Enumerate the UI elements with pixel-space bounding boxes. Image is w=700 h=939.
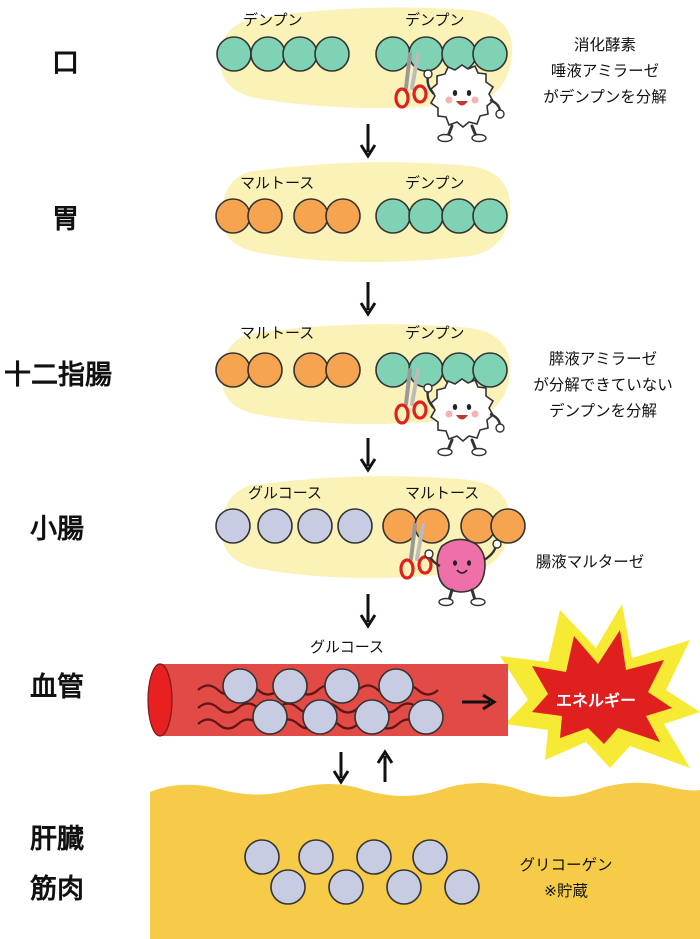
mouth-right-label: デンプン [405, 11, 465, 29]
mouth-desc-line: 消化酵素 [573, 36, 636, 54]
mouth-description: 消化酵素 唾液アミラーゼ がデンプンを分解 [515, 32, 695, 110]
stomach-bubble [221, 162, 511, 263]
duodenum-right-label: デンプン [405, 324, 465, 342]
mouth-left-label: デンプン [243, 11, 303, 29]
stomach-right-label: デンプン [405, 174, 465, 192]
blood-glucose-label: グルコース [310, 638, 384, 656]
down-arrow-icon [332, 752, 350, 785]
duodenum-desc-line: が分解できていない [533, 376, 673, 394]
down-arrow-icon [359, 124, 377, 159]
organ-label-duodenum: 十二指腸 [4, 360, 112, 391]
duodenum-left-label: マルトース [240, 324, 315, 342]
down-arrow-icon [359, 594, 377, 629]
liver-description: グリコーゲン ※貯蔵 [486, 852, 646, 904]
duodenum-desc-line: 膵液アミラーゼ [548, 350, 658, 368]
small-intestine-left-label: グルコース [248, 484, 322, 502]
mouth-desc-line: がデンプンを分解 [543, 88, 667, 106]
small-intestine-description: 腸液マルターゼ [500, 549, 680, 575]
organ-label-stomach: 胃 [52, 204, 79, 235]
liver-desc-line: グリコーゲン [519, 856, 613, 874]
organ-label-liver: 肝臓 [30, 824, 84, 855]
right-arrow-icon [462, 693, 497, 711]
up-arrow-icon [376, 749, 394, 782]
organ-label-mouth: 口 [52, 48, 79, 79]
small-intestine-desc-line: 腸液マルターゼ [535, 553, 645, 571]
liver-desc-line: ※貯蔵 [544, 882, 588, 900]
duodenum-description: 膵液アミラーゼ が分解できていない デンプンを分解 [508, 346, 698, 424]
organ-label-muscle: 筋肉 [30, 874, 84, 905]
energy-burst-inner [532, 630, 672, 744]
energy-label: エネルギー [556, 691, 637, 710]
duodenum-desc-line: デンプンを分解 [548, 402, 658, 420]
organ-label-small-intestine: 小腸 [30, 514, 84, 545]
mouth-desc-line: 唾液アミラーゼ [550, 62, 660, 80]
stomach-left-label: マルトース [240, 174, 315, 192]
small-intestine-right-label: マルトース [405, 484, 480, 502]
down-arrow-icon [359, 438, 377, 473]
down-arrow-icon [359, 282, 377, 317]
organ-label-blood: 血管 [30, 672, 84, 703]
